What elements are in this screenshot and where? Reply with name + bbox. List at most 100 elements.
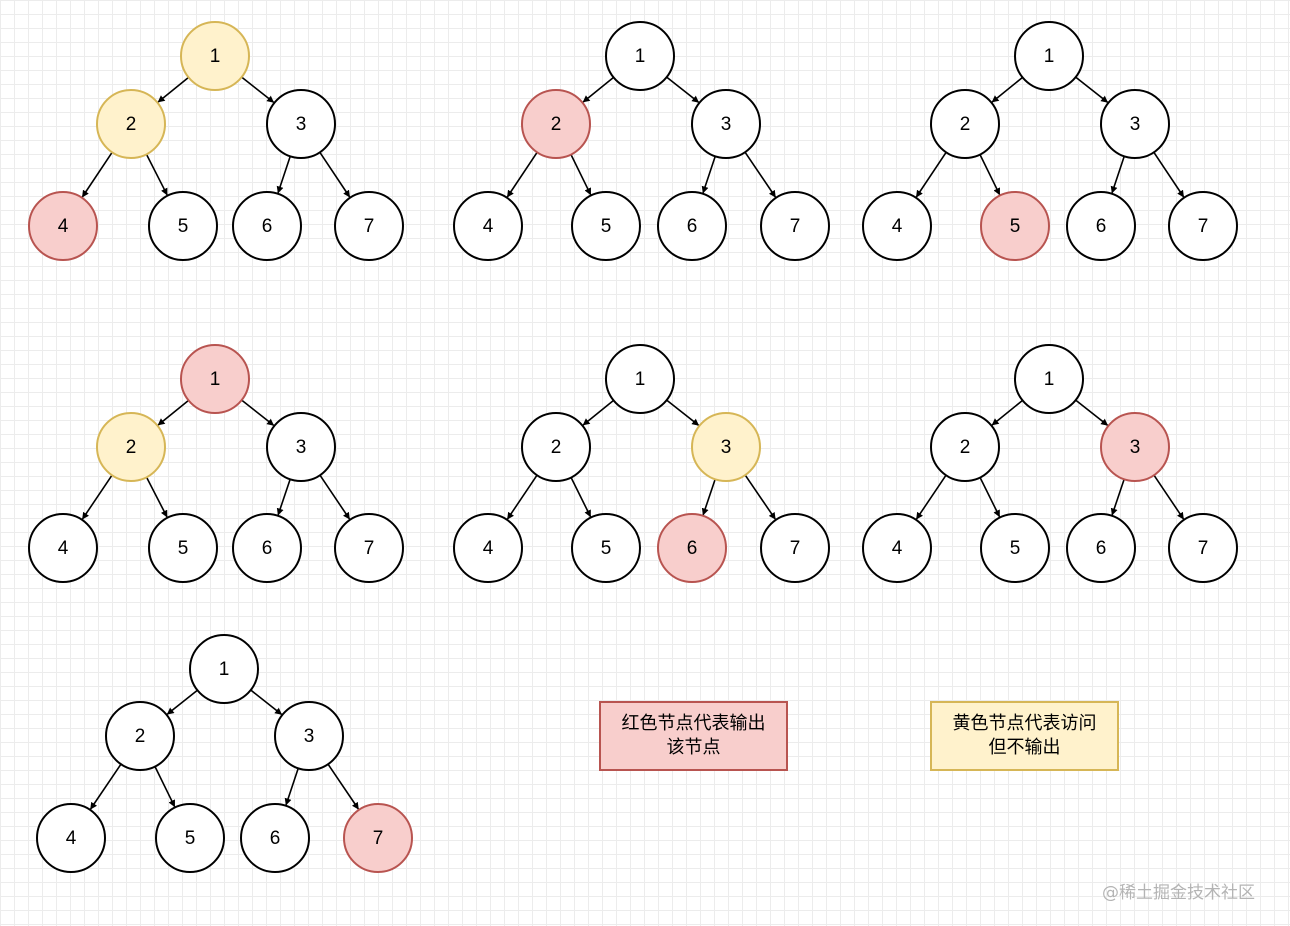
- tree-node-label: 3: [304, 726, 315, 747]
- watermark: @稀土掘金技术社区: [1102, 883, 1255, 903]
- edge-arrow-1-2: [991, 76, 1024, 103]
- tree-node-label: 3: [1130, 437, 1141, 458]
- tree-node-6-default: [1066, 513, 1136, 583]
- tree-node-label: 4: [58, 538, 69, 559]
- legend-output-node: 红色节点代表输出 该节点: [599, 701, 788, 771]
- tree-node-4-default: [28, 513, 98, 583]
- edge-arrow-3-7: [744, 474, 776, 520]
- tree-node-label: 1: [219, 659, 230, 680]
- tree-node-label: 7: [364, 216, 375, 237]
- tree-node-2-visited: [96, 89, 166, 159]
- edge-arrow-1-2: [582, 76, 615, 103]
- legend-visited-line2: 但不输出: [988, 737, 1061, 758]
- tree-node-label: 7: [790, 538, 801, 559]
- edge-arrow-2-4: [81, 151, 113, 198]
- edge-arrow-3-7: [1153, 474, 1185, 520]
- tree-node-label: 1: [1044, 369, 1055, 390]
- tree-node-label: 2: [135, 726, 146, 747]
- tree-node-5-default: [571, 191, 641, 261]
- tree-node-2-output: [521, 89, 591, 159]
- tree-node-7-default: [760, 513, 830, 583]
- edge-arrow-3-7: [319, 474, 351, 520]
- tree-node-label: 7: [373, 828, 384, 849]
- tree-node-label: 3: [296, 114, 307, 135]
- edge-arrow-3-6: [284, 768, 300, 806]
- edge-arrow-2-4: [915, 474, 947, 520]
- legend-visited-line1: 黄色节点代表访问: [952, 713, 1097, 734]
- tree-node-5-default: [980, 513, 1050, 583]
- tree-node-label: 2: [126, 114, 137, 135]
- edge-arrow-3-6: [1110, 478, 1125, 516]
- edge-arrow-2-4: [915, 151, 947, 198]
- tree-node-label: 1: [210, 46, 221, 67]
- tree-node-label: 5: [185, 828, 196, 849]
- edge-arrow-2-5: [145, 476, 168, 518]
- tree-node-3-visited: [691, 412, 761, 482]
- tree-node-5-output: [980, 191, 1050, 261]
- tree-node-2-default: [105, 701, 175, 771]
- tree-node-label: 6: [262, 216, 273, 237]
- tree-node-label: 2: [126, 437, 137, 458]
- edge-arrow-3-6: [701, 478, 716, 516]
- tree-node-label: 5: [1010, 538, 1021, 559]
- tree-node-4-default: [862, 513, 932, 583]
- tree-node-6-default: [232, 513, 302, 583]
- tree-node-4-default: [36, 803, 106, 873]
- legend-visited-node: 黄色节点代表访问 但不输出: [930, 701, 1119, 771]
- edge-arrow-1-3: [241, 76, 275, 103]
- edge-arrow-3-6: [1110, 156, 1126, 194]
- edge-arrow-1-3: [666, 76, 700, 103]
- tree-node-5-default: [571, 513, 641, 583]
- edge-arrow-3-6: [276, 478, 291, 516]
- edge-arrow-2-4: [506, 474, 538, 520]
- edge-arrow-2-5: [979, 154, 1001, 196]
- tree-node-label: 6: [262, 538, 273, 559]
- tree-node-4-output: [28, 191, 98, 261]
- edge-arrow-3-7: [319, 151, 351, 198]
- tree-node-6-default: [240, 803, 310, 873]
- tree-node-3-default: [266, 412, 336, 482]
- edge-arrow-1-3: [1075, 76, 1109, 103]
- edge-arrow-1-2: [991, 399, 1024, 426]
- tree-node-label: 5: [601, 538, 612, 559]
- tree-node-label: 1: [635, 46, 646, 67]
- tree-node-2-visited: [96, 412, 166, 482]
- tree-node-5-default: [148, 191, 218, 261]
- tree-node-1-default: [1014, 21, 1084, 91]
- tree-node-label: 3: [296, 437, 307, 458]
- edge-arrow-3-7: [744, 151, 777, 198]
- tree-node-3-default: [266, 89, 336, 159]
- tree-node-label: 4: [892, 216, 903, 237]
- edge-arrow-1-3: [1075, 399, 1109, 426]
- edge-arrow-1-3: [241, 399, 275, 426]
- tree-node-6-output: [657, 513, 727, 583]
- edge-arrow-1-3: [666, 399, 700, 426]
- tree-node-6-default: [657, 191, 727, 261]
- tree-node-label: 7: [1198, 538, 1209, 559]
- edge-arrow-1-2: [157, 76, 190, 103]
- edge-arrow-1-2: [582, 399, 615, 426]
- edge-arrow-2-4: [81, 474, 113, 520]
- edge-arrow-2-4: [506, 151, 538, 198]
- tree-node-label: 4: [483, 216, 494, 237]
- tree-node-label: 2: [551, 114, 562, 135]
- edge-arrow-2-5: [145, 153, 168, 196]
- tree-node-7-default: [1168, 513, 1238, 583]
- edge-arrow-1-2: [166, 689, 198, 715]
- edge-arrow-2-5: [154, 766, 176, 808]
- tree-node-label: 7: [790, 216, 801, 237]
- tree-node-1-default: [605, 21, 675, 91]
- tree-node-label: 7: [364, 538, 375, 559]
- tree-node-label: 5: [601, 216, 612, 237]
- tree-node-label: 5: [178, 538, 189, 559]
- tree-node-label: 3: [721, 114, 732, 135]
- tree-node-5-default: [148, 513, 218, 583]
- tree-node-7-default: [334, 513, 404, 583]
- edge-arrow-2-5: [979, 477, 1001, 518]
- edge-arrow-3-7: [1153, 151, 1185, 198]
- tree-node-5-default: [155, 803, 225, 873]
- tree-node-label: 4: [58, 216, 69, 237]
